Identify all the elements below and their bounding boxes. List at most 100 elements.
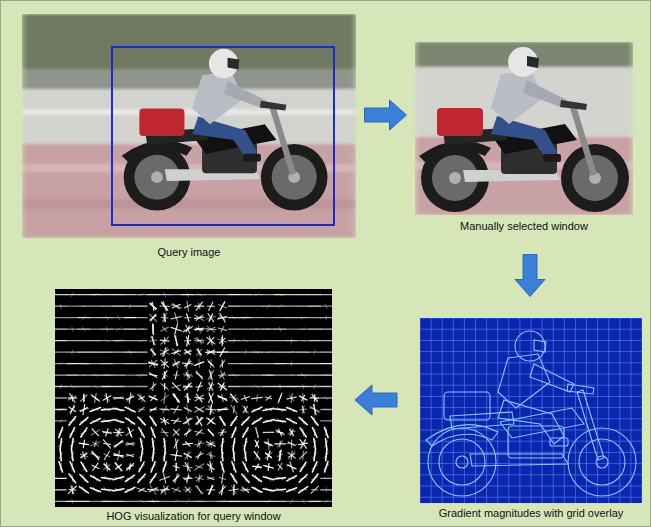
hog-stroke — [106, 327, 107, 332]
hog-stroke — [71, 293, 73, 297]
hog-stroke — [222, 450, 223, 461]
hog-stroke — [151, 360, 155, 367]
hog-stroke — [228, 294, 239, 295]
hog-stroke — [175, 474, 177, 483]
hog-stroke — [290, 418, 294, 424]
hog-stroke — [69, 474, 76, 483]
bike-part — [260, 101, 286, 111]
hog-stroke — [233, 338, 234, 343]
hog-stroke — [185, 340, 191, 342]
hog-stroke — [245, 475, 247, 482]
hog-stroke — [92, 451, 99, 459]
hog-stroke — [78, 340, 89, 341]
bike-part — [527, 56, 539, 68]
hog-stroke — [194, 340, 204, 341]
grid-line — [420, 385, 642, 386]
hog-stroke — [81, 453, 87, 457]
hog-stroke — [267, 304, 270, 308]
hog-stroke — [195, 431, 204, 433]
grid-line — [553, 318, 554, 503]
hog-stroke — [152, 441, 154, 448]
hog-stroke — [118, 316, 120, 320]
hog-stroke — [217, 409, 228, 410]
hog-stroke — [104, 454, 110, 457]
grid-line — [575, 318, 576, 503]
hog-stroke — [252, 407, 262, 412]
grid-line — [420, 329, 642, 330]
hog-stroke — [208, 477, 214, 479]
hog-stroke — [205, 294, 216, 295]
hog-stroke — [70, 462, 74, 472]
hog-stroke — [136, 317, 147, 318]
hog-stroke — [222, 336, 224, 346]
hog-stroke — [198, 382, 202, 391]
hog-stroke — [70, 428, 75, 438]
hog-stroke — [104, 395, 109, 400]
hog-stroke — [126, 418, 135, 424]
hog-stroke — [78, 374, 89, 375]
hog-stroke — [83, 475, 85, 482]
hog-stroke — [141, 418, 143, 425]
hog-stroke — [171, 501, 182, 502]
hog-stroke — [240, 294, 251, 295]
hog-stroke — [59, 363, 63, 364]
hog-stroke — [286, 317, 297, 318]
hog-stroke — [162, 371, 167, 380]
hog-stroke — [321, 397, 332, 398]
hog-stroke — [243, 441, 248, 446]
hog-stroke — [151, 384, 156, 389]
hog-stroke — [183, 443, 193, 444]
hog-stroke — [263, 477, 274, 480]
hog-stroke — [67, 306, 78, 307]
hog-stroke — [312, 477, 318, 480]
hog-stroke — [91, 419, 101, 424]
hog-stroke — [82, 363, 87, 365]
grid-line — [475, 318, 476, 503]
hog-stroke — [324, 465, 329, 470]
hog-stroke — [174, 406, 179, 413]
hog-stroke — [240, 363, 251, 364]
hog-stroke — [279, 441, 281, 447]
hog-stroke — [321, 329, 332, 330]
hog-stroke — [252, 306, 263, 307]
hog-stroke — [275, 408, 286, 410]
hog-stroke — [209, 485, 213, 494]
gradient-ground — [420, 318, 642, 503]
hog-stroke — [265, 408, 272, 410]
hog-stroke — [82, 487, 85, 493]
hog-stroke — [300, 477, 307, 479]
hog-stroke — [217, 501, 228, 502]
bike-part — [567, 384, 594, 394]
hog-stroke — [163, 441, 166, 447]
hog-stroke — [220, 419, 224, 423]
hog-stroke — [229, 489, 238, 491]
hog-stroke — [91, 395, 99, 402]
bike-part — [491, 116, 557, 160]
grid-line — [420, 418, 642, 419]
hog-stroke — [139, 465, 145, 469]
hog-stroke — [232, 462, 236, 472]
hog-stroke — [324, 500, 328, 503]
hog-stroke — [231, 405, 237, 414]
hog-stroke — [126, 396, 133, 400]
hog-stroke — [255, 428, 259, 438]
hog-stroke — [245, 350, 247, 354]
hog-stroke — [208, 360, 215, 368]
image-panel: Gradient magnitudes with grid overlay — [420, 318, 642, 520]
hog-stroke — [161, 419, 168, 422]
hog-stroke — [209, 382, 212, 391]
hog-stroke — [210, 485, 212, 494]
hog-stroke — [136, 306, 147, 307]
hog-stroke — [83, 316, 86, 320]
hog-stroke — [69, 417, 76, 426]
hog-stroke — [309, 294, 320, 295]
hog-stroke — [287, 488, 297, 492]
panel-caption: HOG visualization for query window — [55, 510, 332, 523]
hog-stroke — [113, 363, 124, 364]
hog-stroke — [287, 476, 297, 481]
hog-stroke — [93, 294, 97, 296]
hog-stroke — [263, 317, 274, 318]
bike-part — [560, 100, 587, 110]
hog-stroke — [104, 476, 110, 480]
hog-stroke — [252, 317, 263, 318]
